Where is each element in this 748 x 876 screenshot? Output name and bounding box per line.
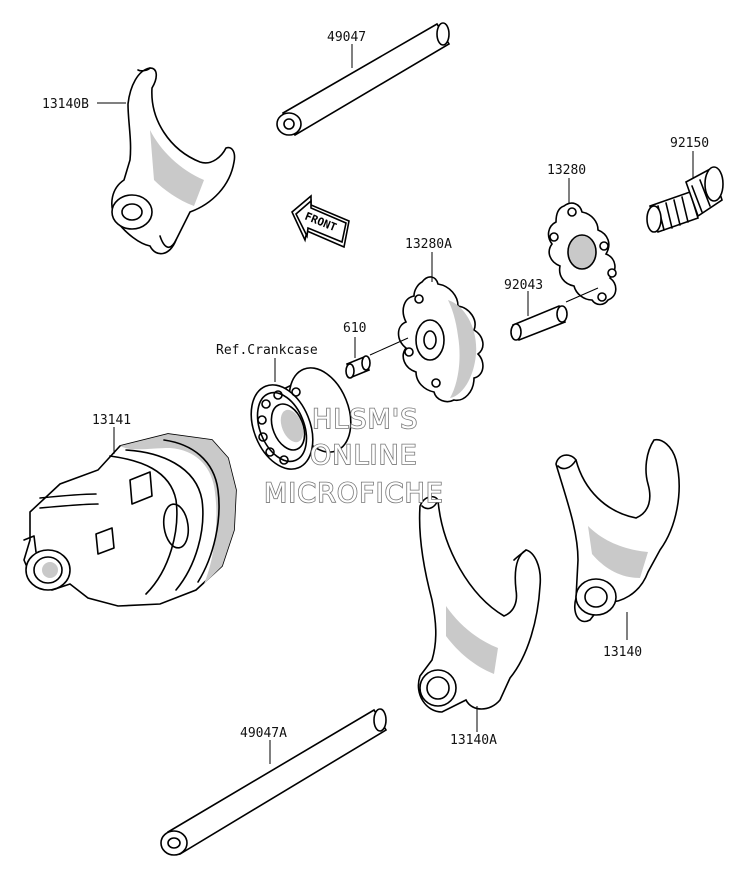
- label-13140a: 13140A: [450, 733, 497, 748]
- shift-fork-13140a[interactable]: [417, 495, 542, 713]
- label-13140: 13140: [603, 645, 642, 660]
- shift-fork-13140[interactable]: [555, 438, 680, 623]
- label-92150: 92150: [670, 136, 709, 151]
- bearing-crankcase[interactable]: [240, 359, 363, 479]
- label-ref-crankcase: Ref.Crankcase: [216, 343, 318, 358]
- label-13140b: 13140B: [42, 97, 89, 112]
- label-92043: 92043: [504, 278, 543, 293]
- front-direction-arrow: FRONT: [291, 194, 350, 249]
- watermark: HLSM'S ONLINE MICROFICHE: [263, 403, 444, 510]
- label-49047a: 49047A: [240, 726, 287, 741]
- label-610: 610: [343, 321, 366, 336]
- shift-rod-49047[interactable]: [276, 22, 451, 137]
- label-13280: 13280: [547, 163, 586, 178]
- dowel-pin-610[interactable]: [345, 355, 371, 379]
- label-49047: 49047: [327, 30, 366, 45]
- shift-drum-cam-13280a[interactable]: [397, 276, 484, 403]
- label-13280a: 13280A: [405, 237, 452, 252]
- watermark-line-2: ONLINE: [310, 440, 418, 471]
- shift-fork-13140b[interactable]: [111, 67, 236, 255]
- shift-rod-49047a[interactable]: [160, 708, 388, 856]
- watermark-line-1: HLSM'S: [312, 404, 418, 435]
- bolt-92150[interactable]: [646, 166, 724, 234]
- label-13141: 13141: [92, 413, 131, 428]
- pin-92043[interactable]: [510, 304, 568, 342]
- shift-drum-cam-13280[interactable]: [547, 202, 617, 306]
- watermark-line-3: MICROFICHE: [264, 478, 444, 509]
- shift-drum-13141[interactable]: [23, 433, 237, 607]
